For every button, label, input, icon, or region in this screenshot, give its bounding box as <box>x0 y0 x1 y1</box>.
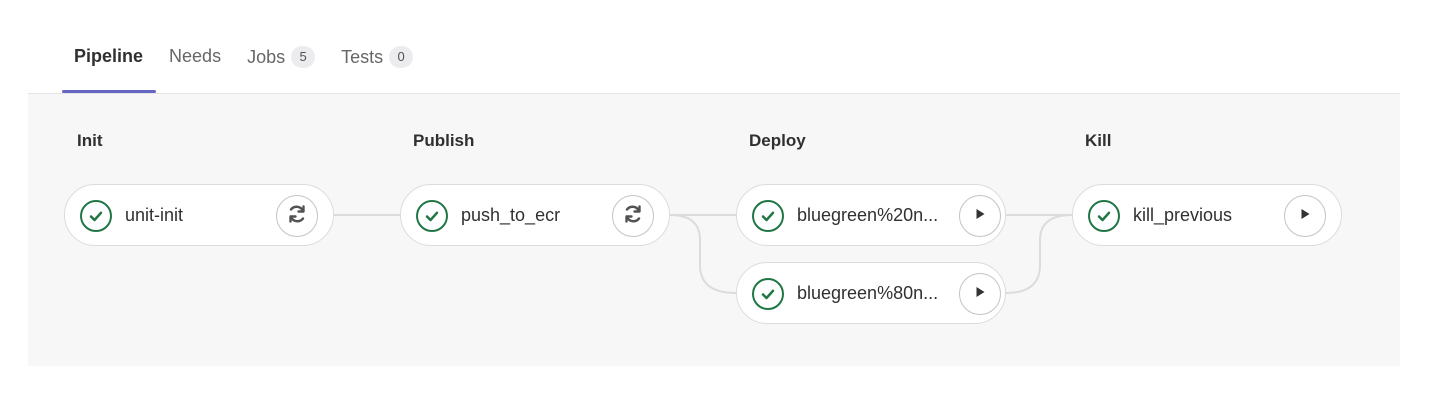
status-success-icon <box>416 200 448 232</box>
status-success-icon <box>752 278 784 310</box>
retry-job-button[interactable] <box>276 195 318 237</box>
stage-title-publish: Publish <box>413 131 475 150</box>
job-name: unit-init <box>125 205 184 225</box>
pipeline-tabs: Pipeline Needs Jobs 5 Tests 0 <box>62 36 426 93</box>
tab-jobs-label: Jobs <box>247 46 286 67</box>
job-kill-previous[interactable]: kill_previous <box>1072 184 1342 246</box>
tab-pipeline[interactable]: Pipeline <box>62 36 157 93</box>
job-name: kill_previous <box>1133 205 1233 225</box>
job-push-to-ecr[interactable]: push_to_ecr <box>400 184 670 246</box>
tab-needs-label: Needs <box>169 46 222 66</box>
tests-count-badge: 0 <box>389 46 414 68</box>
status-success-icon <box>1088 200 1120 232</box>
play-job-button[interactable] <box>959 195 1001 237</box>
tab-tests-label: Tests <box>341 46 384 67</box>
play-icon <box>973 207 987 226</box>
tab-pipeline-label: Pipeline <box>74 46 144 66</box>
play-icon <box>973 285 987 304</box>
retry-job-button[interactable] <box>612 195 654 237</box>
job-name: bluegreen%80n... <box>797 283 939 303</box>
tab-tests[interactable]: Tests 0 <box>328 36 426 93</box>
jobs-count-badge: 5 <box>291 46 316 68</box>
play-icon <box>1298 207 1312 226</box>
retry-icon <box>286 203 308 230</box>
job-name: bluegreen%20n... <box>797 205 939 225</box>
stage-title-kill: Kill <box>1085 131 1112 150</box>
stage-title-deploy: Deploy <box>749 131 806 150</box>
play-job-button[interactable] <box>1284 195 1326 237</box>
retry-icon <box>622 203 644 230</box>
job-name: push_to_ecr <box>461 205 561 225</box>
stage-title-init: Init <box>77 131 103 150</box>
status-success-icon <box>752 200 784 232</box>
job-bluegreen-80[interactable]: bluegreen%80n... <box>736 262 1006 324</box>
play-job-button[interactable] <box>959 273 1001 315</box>
status-success-icon <box>80 200 112 232</box>
tab-jobs[interactable]: Jobs 5 <box>234 36 328 93</box>
job-bluegreen-20[interactable]: bluegreen%20n... <box>736 184 1006 246</box>
job-unit-init[interactable]: unit-init <box>64 184 334 246</box>
tab-needs[interactable]: Needs <box>156 36 234 93</box>
